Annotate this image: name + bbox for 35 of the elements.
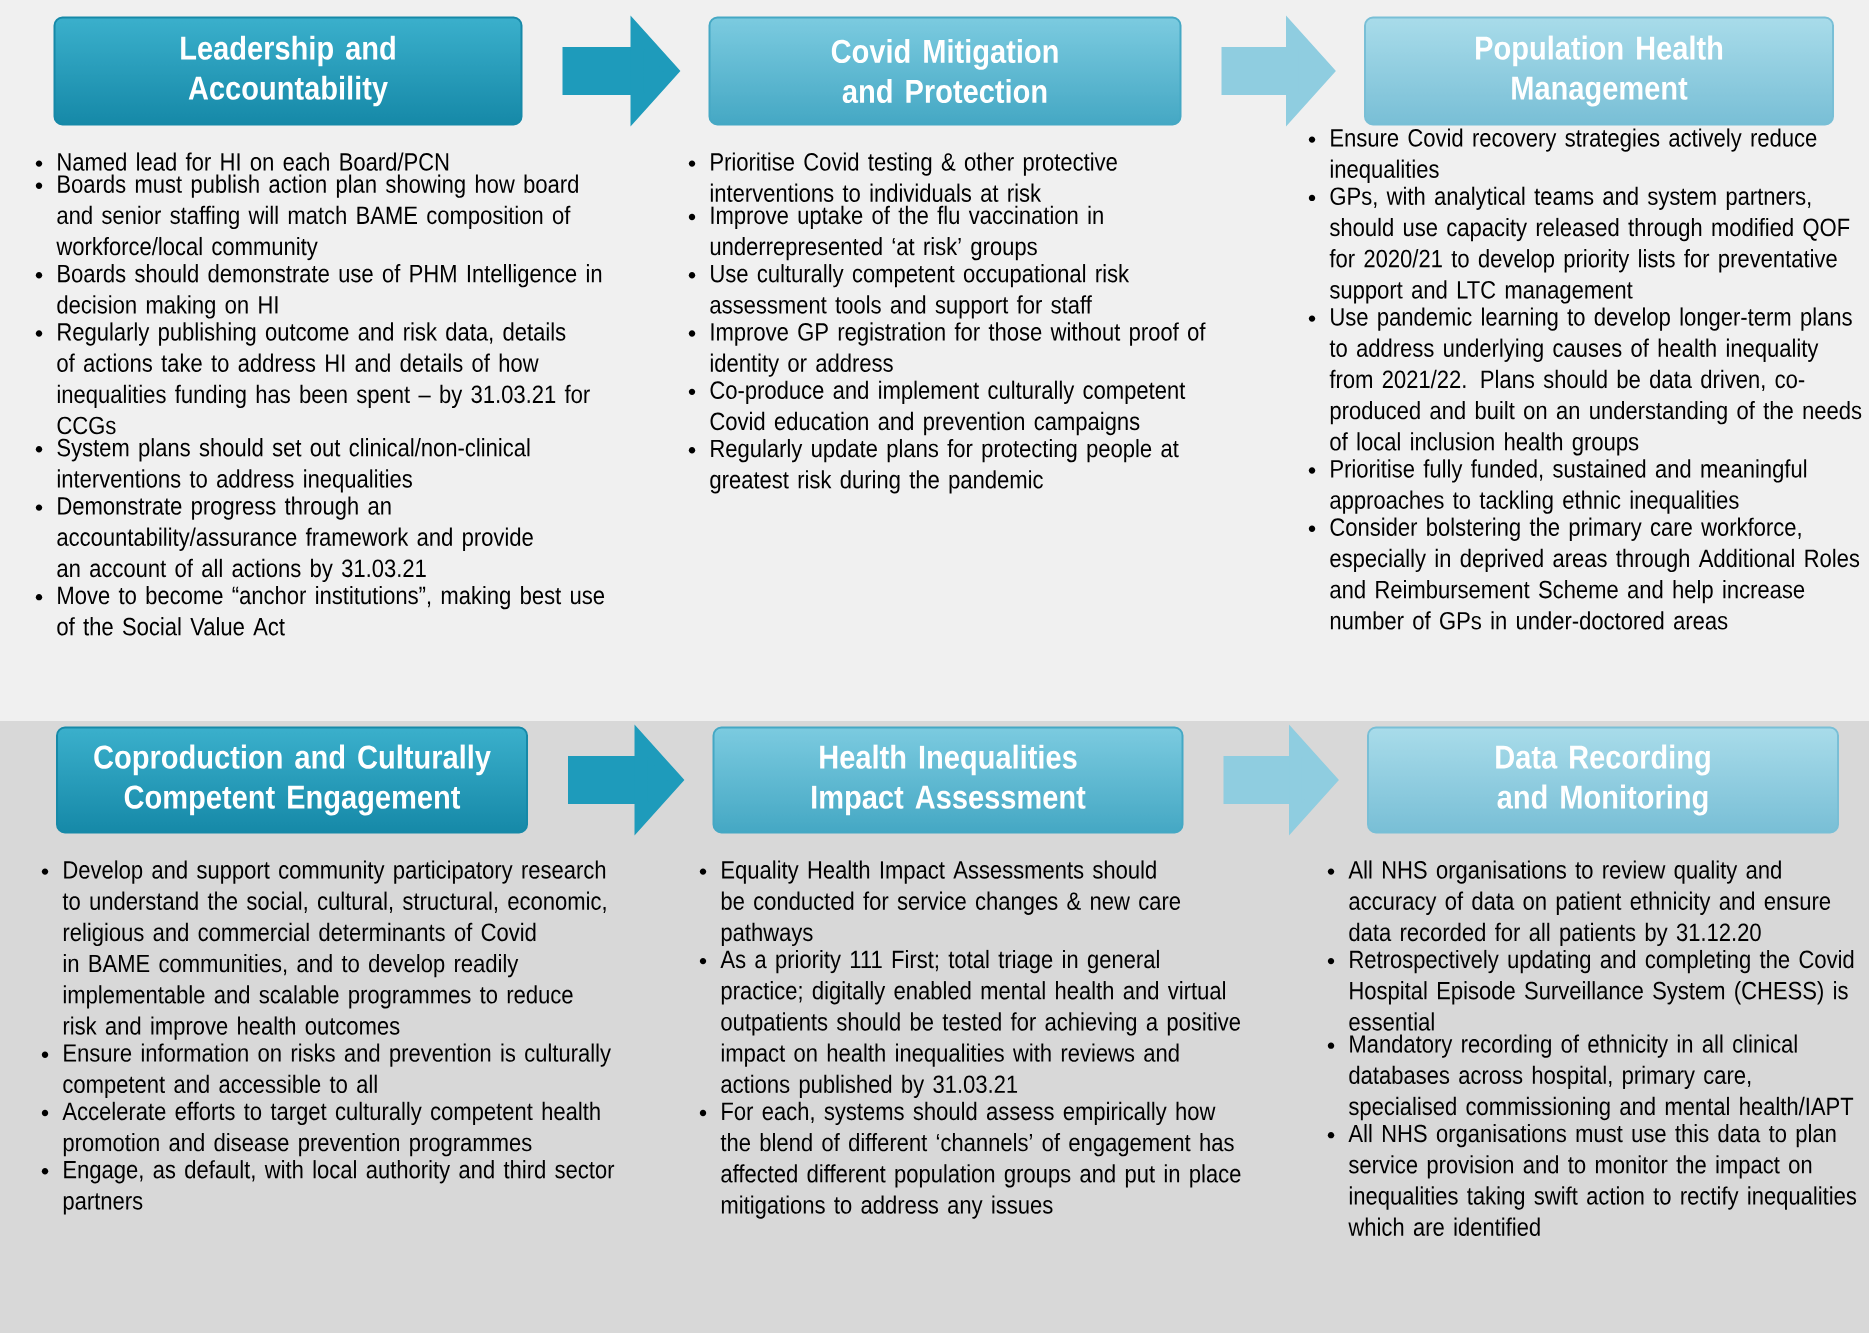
bullet-text: Equality Health Impact Assessments should be conducted for service changes & new care pathways	[721, 860, 1181, 947]
bullet-text: System plans should set out clinical/non-clinical interventions to address inequalities	[57, 438, 530, 493]
bullet-text: Develop and support community participatory research to understand the social, cultural, structural, economic, religious and commercial determinants of Covid in BAME communities, and to develop readily implementable and scalable programmes to reduce risk and improve health outcomes	[62, 860, 606, 1040]
header-box: Population Health Management	[1364, 16, 1834, 126]
header-box: Leadership and Accountability	[53, 16, 523, 126]
header-box: Covid Mitigation and Protection	[708, 16, 1182, 126]
bullet-text: Regularly publishing outcome and risk data, details of actions take to address HI and details of how inequalities funding has been spent – by 31.03.21 for CCGs	[57, 322, 590, 435]
bullet-text: Improve GP registration for those without proof of identity or address	[710, 322, 1206, 377]
bullet-text: GPs, with analytical teams and system partners, should use capacity released through modified QOF for 2020/21 to develop priority lists for preventative support and LTC management	[1329, 186, 1850, 304]
bullet-text: Ensure Covid recovery strategies actively reduce inequalities	[1330, 128, 1817, 183]
bullet-text: Demonstrate progress through an accountability/assurance framework and provide an account of all actions by 31.03.21	[57, 496, 533, 583]
bullet-text: For each, systems should assess empirically how the blend of different ‘channels’ of engagement has affected different population groups and put in place mitigations to address any issues	[720, 1101, 1241, 1219]
bullet-text: All NHS organisations must use this data to plan service provision and to monitor the impact on inequalities taking swift action to rectify inequalities which are identified	[1348, 1123, 1857, 1236]
bullet-text: Engage, as default, with local authority and third sector partners	[63, 1160, 615, 1215]
bullet-text: Accelerate efforts to target culturally competent health promotion and disease prevention programmes	[62, 1101, 600, 1157]
bullet-text: Improve uptake of the flu vaccination in underrepresented ‘at risk’ groups	[710, 205, 1103, 261]
bullet-text: Retrospectively updating and completing the Covid Hospital Episode Surveillance System (CHESS) is essential	[1349, 949, 1854, 1031]
bullet-text: As a priority 111 First; total triage in general practice; digitally enabled mental health and virtual outpatients should be tested for achieving a positive impact on health inequalities with reviews and actions published by 31.03.21	[720, 949, 1240, 1098]
header-box: Data Recording and Monitoring	[1367, 726, 1839, 834]
bullet-text: Boards should demonstrate use of PHM Intelligence in decision making on HI	[57, 264, 602, 319]
bullet-text: Move to become “anchor institutions”, making best use of the Social Value Act	[57, 585, 605, 636]
bullet-text: Consider bolstering the primary care workforce, especially in deprived areas through Additional Roles and Reimbursement Scheme and help increase number of GPs in under-doctored areas	[1330, 517, 1860, 630]
header-box: Health Inequalities Impact Assessment	[712, 726, 1184, 834]
bullet-text: Ensure information on risks and prevention is culturally competent and accessible to all	[63, 1043, 611, 1098]
bullet-text: Boards must publish action plan showing how board and senior staffing will match BAME composition of workforce/local community	[56, 174, 578, 261]
bullet-text: Prioritise fully funded, sustained and meaningful approaches to tackling ethnic inequalities	[1330, 459, 1807, 514]
bullet-text: Named lead for HI on each Board/PCN	[58, 152, 449, 171]
header-box: Coproduction and Culturally Competent Engagement	[56, 726, 528, 834]
bullet-text: Regularly update plans for protecting people at greatest risk during the pandemic	[710, 438, 1179, 494]
bullet-text: Use culturally competent occupational risk assessment tools and support for staff	[710, 264, 1130, 319]
bullet-text: Co-produce and implement culturally competent Covid education and prevention campaigns	[710, 380, 1186, 436]
bullet-text: All NHS organisations to review quality and accuracy of data on patient ethnicity and ensure data recorded for all patients by 31.12.20	[1348, 860, 1831, 947]
bullet-text: Mandatory recording of ethnicity in all clinical databases across hospital, primary care, specialised commissioning and mental health/IAPT	[1349, 1034, 1854, 1121]
bullet-text: Use pandemic learning to develop longer-term plans to address underlying causes of health inequality from 2021/22. Plans should be data driven, co-produced and built on an understanding of the needs of local inclusion health groups	[1329, 307, 1862, 456]
bullet-text: Prioritise Covid testing & other protective interventions to individuals at risk	[710, 152, 1117, 202]
